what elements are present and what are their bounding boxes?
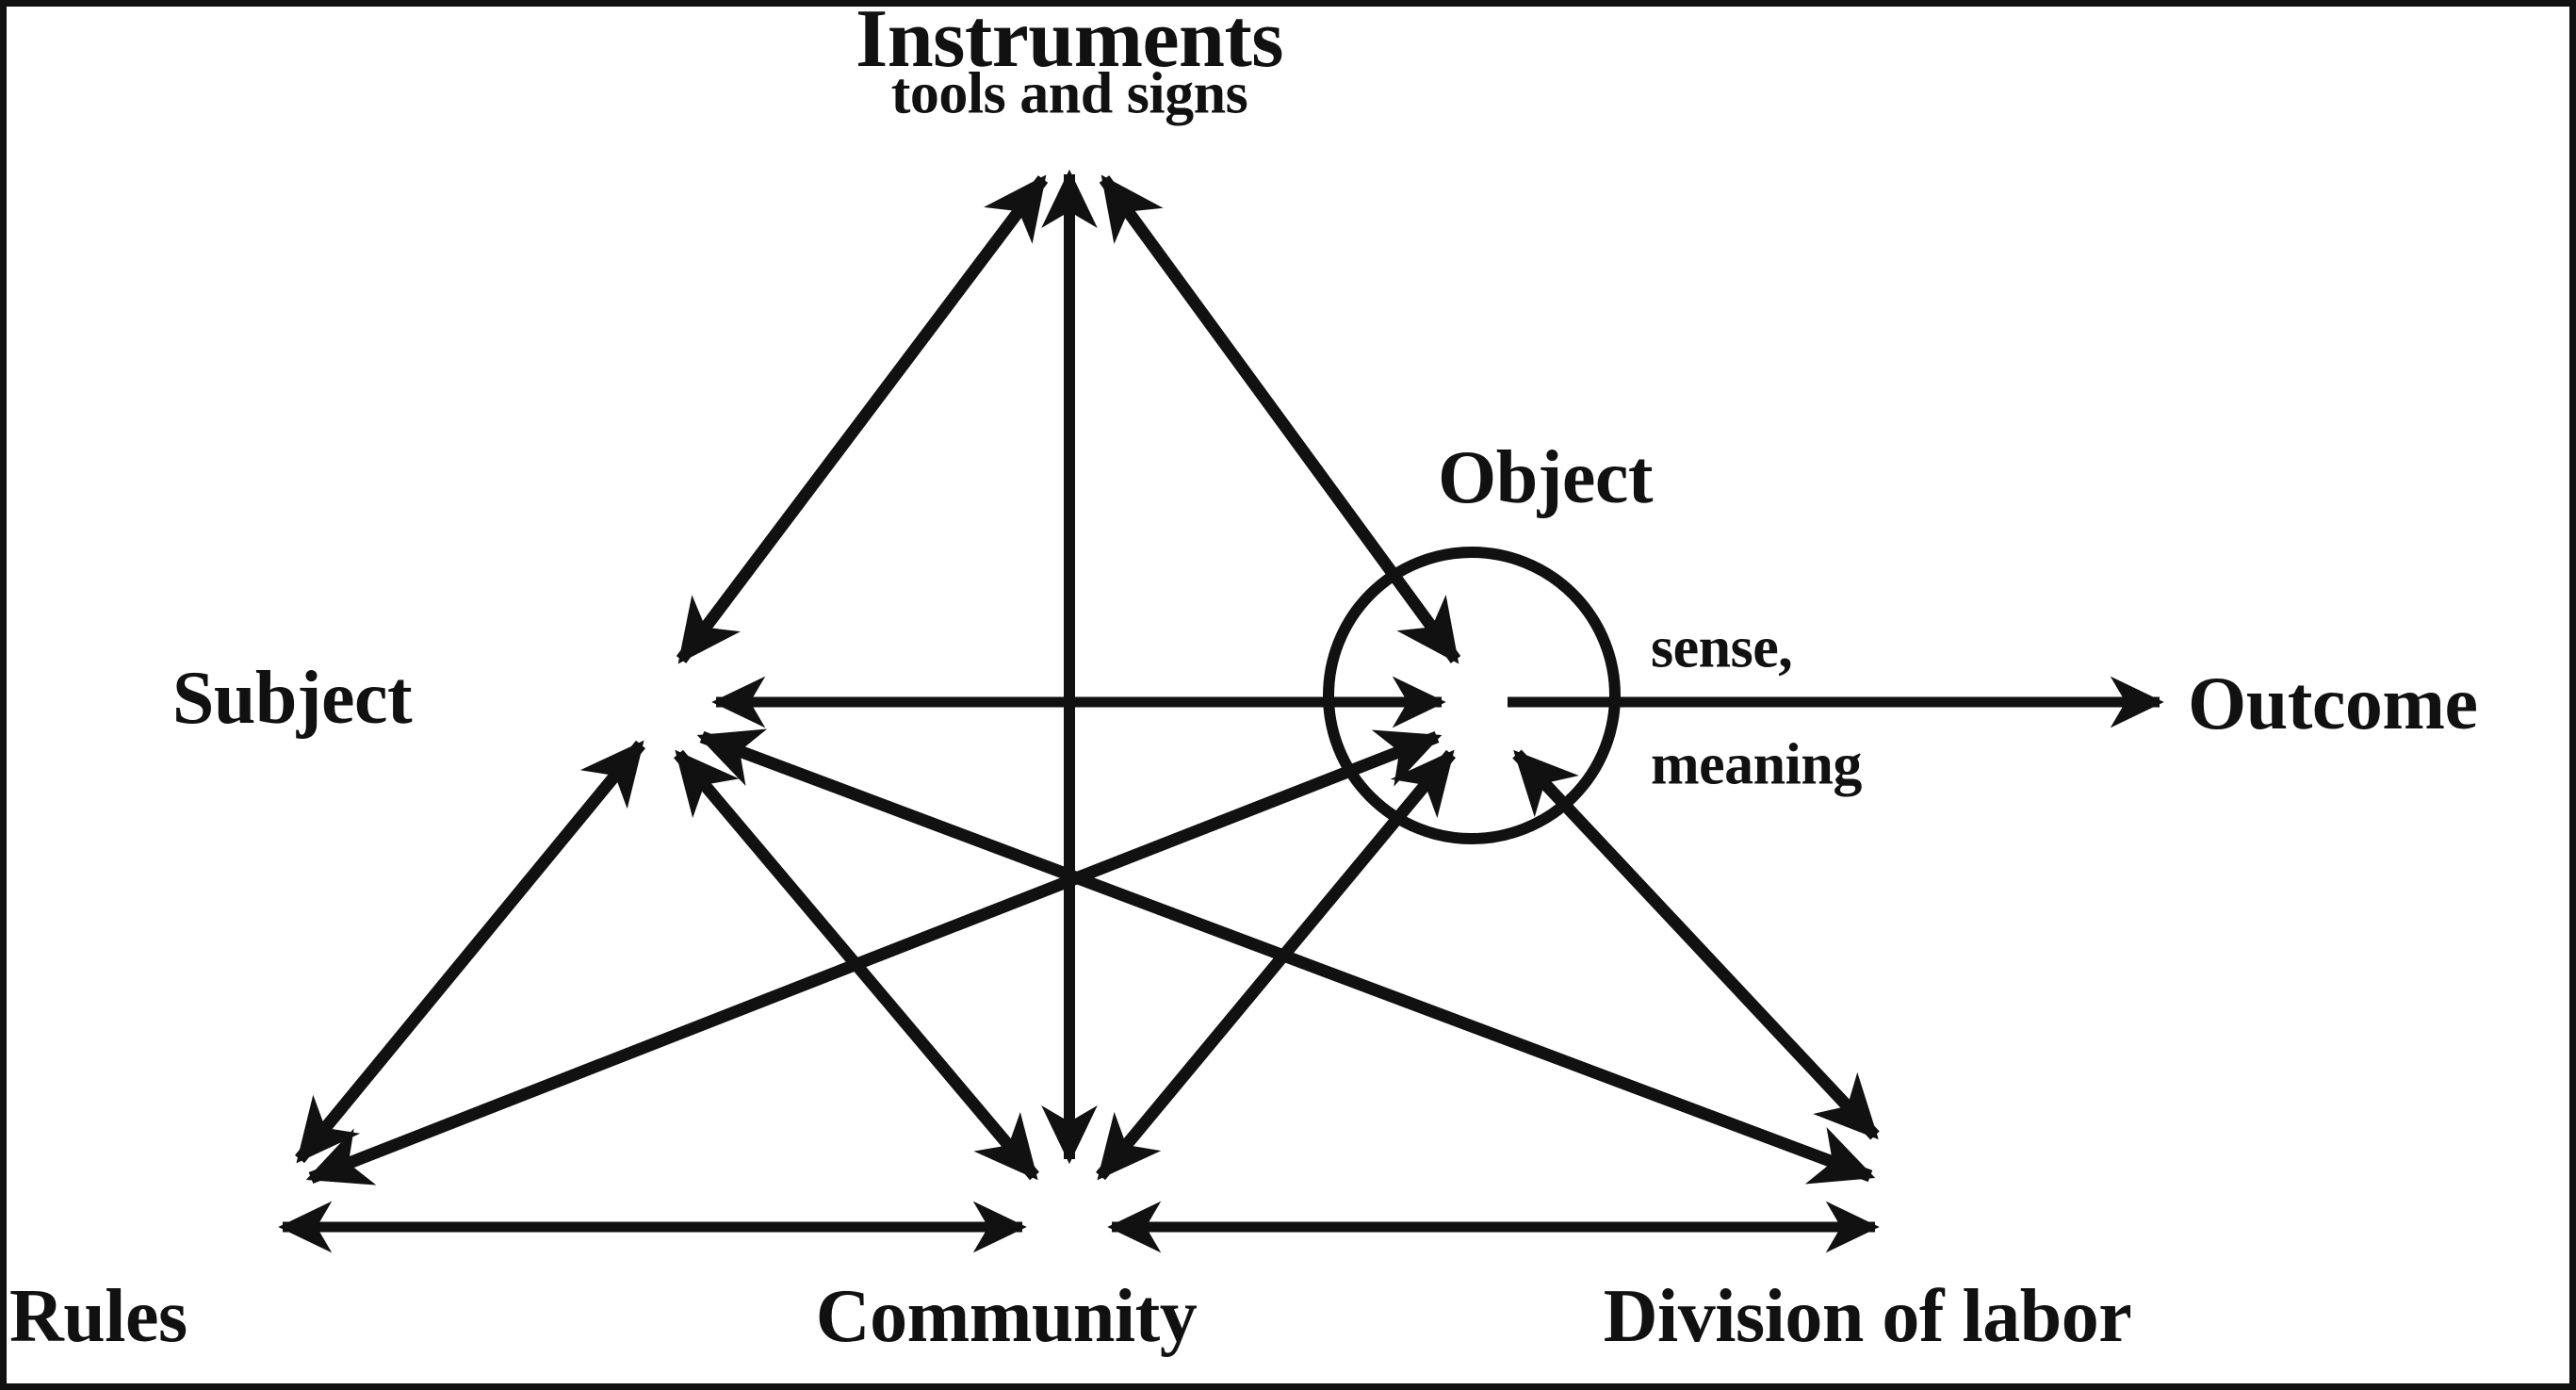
node-sublabel-instruments: tools and signs (890, 61, 1248, 126)
edge-label-meaning: meaning (1651, 732, 1862, 797)
object-circle (1323, 547, 1621, 844)
node-label-object: Object (1437, 436, 1654, 520)
node-label-outcome: Outcome (2188, 662, 2478, 746)
node-label-instruments: Instruments (855, 0, 1284, 86)
node-label-rules: Rules (9, 1275, 187, 1359)
edge-object-instruments (1099, 174, 1461, 664)
node-label-division-of-labor: Division of labor (1603, 1275, 2132, 1359)
edge-object-division (1512, 749, 1880, 1140)
edge-subject-rules (294, 740, 646, 1164)
edge-subject-division (696, 728, 1876, 1185)
node-label-subject: Subject (171, 657, 413, 741)
edge-label-sense: sense, (1651, 615, 1793, 680)
edge-subject-instruments (676, 174, 1049, 664)
node-label-community: Community (815, 1275, 1198, 1359)
